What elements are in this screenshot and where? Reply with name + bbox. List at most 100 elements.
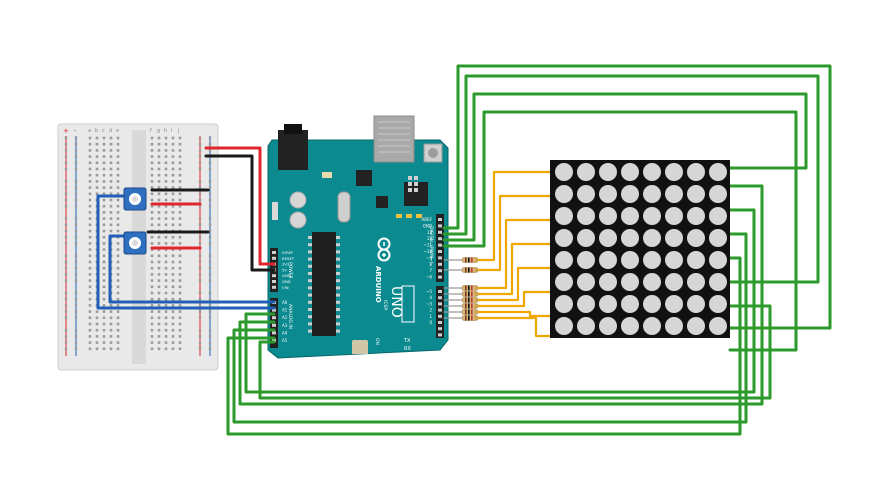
resistor-band [465, 285, 467, 291]
breadboard-rail-hole [198, 267, 202, 270]
breadboard-hole [178, 291, 182, 295]
led-dot [621, 251, 639, 269]
row-wires [443, 170, 552, 338]
mcu-pin [336, 236, 340, 239]
wires [96, 64, 832, 436]
breadboard-hole [88, 285, 92, 289]
digital-section-label: DIGITAL (PWM~) [428, 226, 434, 264]
breadboard-rail-hole [198, 161, 202, 164]
analog-section-label: ANALOG IN [287, 304, 293, 329]
breadboard-hole [95, 335, 99, 338]
breadboard-hole [164, 322, 168, 326]
led-dot [643, 163, 661, 181]
breadboard-rail-hole [64, 217, 68, 220]
breadboard-rail-hole [74, 167, 78, 171]
breadboard-hole [95, 322, 99, 326]
breadboard-hole [102, 211, 106, 214]
breadboard-rail-hole [64, 273, 68, 276]
header-pin [272, 316, 276, 320]
breadboard-hole [95, 192, 99, 196]
breadboard-rail-hole [208, 267, 212, 270]
header-pin [272, 251, 276, 254]
digital-pin-label: 7 [429, 268, 432, 273]
breadboard-holes [64, 136, 212, 351]
atmega-chip [312, 232, 336, 336]
breadboard-hole [102, 155, 106, 158]
resistors [461, 257, 479, 321]
analog-pin-label: A2 [282, 315, 288, 320]
mcu-pin [336, 250, 340, 254]
header-pin [438, 256, 442, 260]
digital-pin-label: 12 [427, 236, 433, 241]
digital-pin-label: 0 [429, 320, 432, 325]
digital-pin-label: ~6 [426, 275, 432, 280]
tx-label: TX [403, 338, 411, 344]
row-wire [476, 170, 552, 262]
row-wire [476, 242, 552, 296]
mcu-pin [308, 236, 312, 239]
breadboard-hole [164, 254, 168, 258]
led-dot [577, 207, 595, 225]
breadboard-letter: b [95, 128, 98, 134]
header-pin [438, 321, 442, 324]
breadboard-rail-hole [208, 149, 212, 152]
breadboard-hole [88, 180, 92, 183]
resistor-band [471, 285, 473, 291]
led-dot [599, 185, 617, 203]
led-dot [555, 295, 573, 313]
breadboard-rail-hole [198, 149, 202, 152]
icsp-pin [408, 188, 412, 192]
breadboard-rail-hole [74, 155, 78, 158]
mcu-pin [336, 264, 340, 268]
breadboard-hole [157, 297, 161, 301]
breadboard-hole [171, 142, 175, 146]
led-dot [687, 295, 705, 313]
breadboard-rail-hole [198, 316, 202, 319]
breadboard-rail-hole [198, 217, 202, 220]
breadboard-hole [157, 260, 161, 264]
breadboard-rail-hole [208, 273, 212, 276]
breadboard-hole [171, 223, 175, 227]
breadboard-hole [171, 316, 175, 320]
mcu-pin [336, 243, 340, 247]
breadboard-rail-hole [208, 341, 212, 344]
led-dot [599, 295, 617, 313]
digital-pin-label: GND [423, 223, 432, 228]
breadboard-rail-hole [208, 316, 212, 319]
breadboard-hole [102, 285, 106, 289]
mcu-pin [308, 293, 312, 297]
resistor-band [468, 303, 470, 309]
breadboard-letter: i [171, 128, 172, 134]
breadboard-hole [178, 266, 182, 270]
breadboard-hole [171, 235, 175, 239]
analog-pin-label: A4 [282, 330, 288, 335]
breadboard-hole [109, 347, 113, 351]
led-dot [577, 185, 595, 203]
breadboard-rail-hole [208, 217, 212, 220]
breadboard-hole [157, 347, 161, 351]
breadboard-hole [102, 291, 106, 295]
icsp-pin [414, 176, 418, 180]
led-dot [555, 273, 573, 291]
digital-pin-label: ~9 [426, 255, 432, 260]
breadboard-hole [164, 217, 168, 220]
breadboard-hole [178, 161, 182, 165]
resistor-band [475, 297, 477, 303]
mcu-pin [336, 322, 340, 326]
led-dot [577, 273, 595, 291]
power-pin-label: IOREF [282, 250, 293, 255]
breadboard-rail-hole [208, 335, 212, 338]
breadboard-hole [164, 291, 168, 295]
breadboard-rail-hole [74, 267, 78, 270]
breadboard-hole [178, 254, 182, 258]
led-dot [577, 163, 595, 181]
breadboard-hole [157, 217, 161, 220]
breadboard-hole [164, 192, 168, 196]
breadboard-hole [109, 328, 113, 332]
breadboard-hole [116, 186, 120, 189]
breadboard-hole [150, 161, 154, 165]
breadboard-rail-hole [198, 198, 202, 202]
resistor-band [475, 257, 477, 263]
breadboard-rail-hole [208, 198, 212, 202]
